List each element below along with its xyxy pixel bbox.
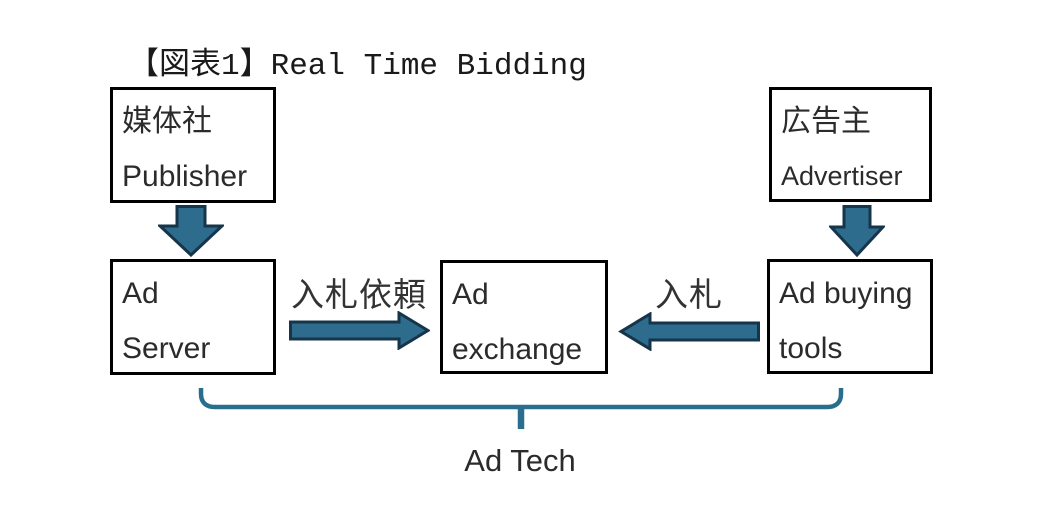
advertiser-label-ja: 広告主 xyxy=(781,105,871,138)
advertiser-label-en: Advertiser xyxy=(781,161,903,191)
ad-server-line1: Ad xyxy=(122,277,159,310)
ad-exchange-line1: Ad xyxy=(452,278,489,311)
ad-server-line2: Server xyxy=(122,332,211,365)
down-arrow-icon-advertiser xyxy=(829,205,885,257)
bid-label: 入札 xyxy=(655,276,723,313)
diagram-title: 【図表1】Real Time Bidding xyxy=(128,49,587,84)
bid-request-label: 入札依頼 xyxy=(291,276,427,313)
publisher-label-en: Publisher xyxy=(122,160,248,193)
box-ad-exchange: Ad exchange xyxy=(440,260,608,374)
box-publisher: 媒体社 Publisher xyxy=(110,87,276,203)
ad-buying-line2: tools xyxy=(779,332,843,365)
down-arrow-icon-publisher xyxy=(158,205,224,257)
box-ad-server: Ad Server xyxy=(110,259,276,375)
box-advertiser: 広告主 Advertiser xyxy=(769,87,932,202)
ad-tech-label: Ad Tech xyxy=(464,443,576,478)
ad-buying-line1: Ad buying xyxy=(779,277,913,310)
left-arrow-icon-bid xyxy=(618,312,760,351)
right-arrow-icon-bid-request xyxy=(289,311,430,350)
publisher-label-ja: 媒体社 xyxy=(122,105,212,138)
brace-shape xyxy=(198,388,844,429)
box-ad-buying-tools: Ad buying tools xyxy=(767,259,933,374)
ad-exchange-line2: exchange xyxy=(452,333,583,366)
